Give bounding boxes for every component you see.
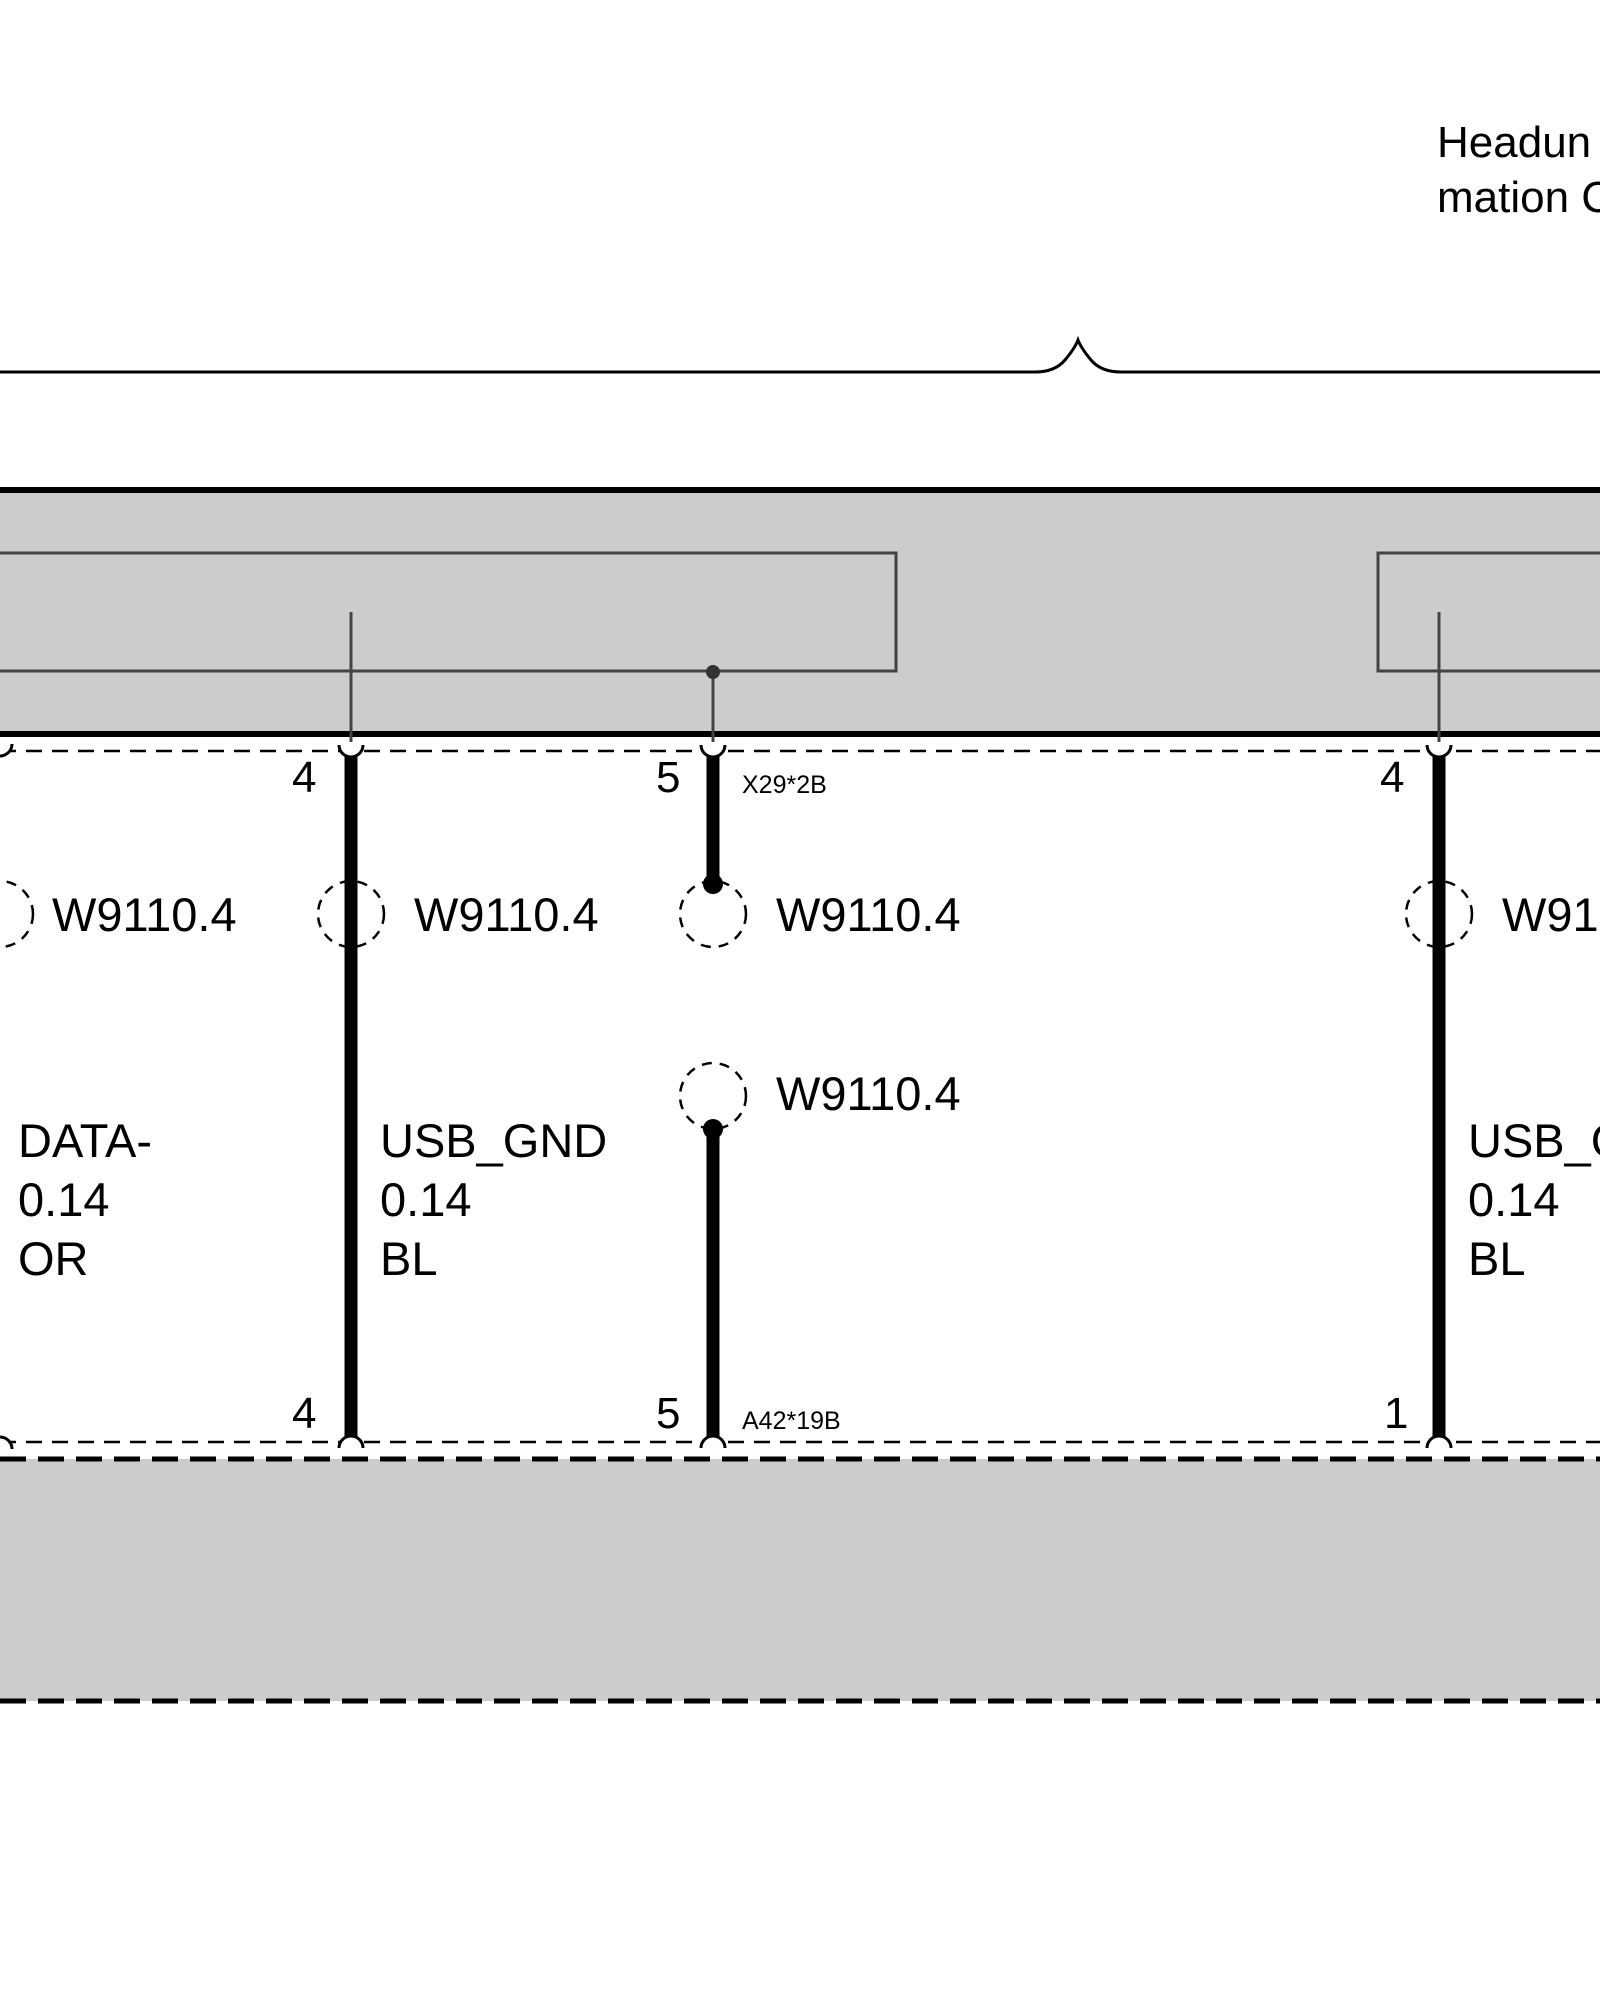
module-title-line2: mation C	[1437, 173, 1600, 222]
connector-id-bottom: A42*19B	[742, 1407, 841, 1435]
pin-number-bottom: 5	[656, 1389, 680, 1438]
wire-end-dot	[703, 874, 723, 894]
harness-marker-bottom	[678, 1061, 748, 1131]
wire-signal-label: DATA-	[18, 1114, 152, 1167]
harness-label-top: W9110.4	[776, 888, 961, 941]
pin-number-top: 4	[1380, 753, 1404, 802]
wire-signal-label: USB_G	[1468, 1114, 1600, 1167]
pin-number-top: 4	[292, 753, 316, 802]
pin-arc	[699, 744, 727, 759]
pin-number-top: 5	[656, 753, 680, 802]
module-brace	[0, 335, 1600, 374]
connector-id-top: X29*2B	[742, 771, 827, 799]
wire-data-minus: W9110.4 DATA- 0.14 OR	[0, 743, 237, 1450]
harness-marker	[316, 879, 386, 949]
harness-label: W9110.4	[52, 888, 237, 941]
wire-color-label: OR	[18, 1232, 89, 1285]
inner-connector-right	[1376, 551, 1600, 673]
wire-usb-g-right: 4 1 W91 USB_G 0.14 BL	[1380, 744, 1600, 1449]
pin-arc	[0, 1435, 14, 1450]
inner-connector-left	[0, 551, 898, 673]
harness-label: W91	[1502, 888, 1599, 941]
harness-marker	[1404, 879, 1474, 949]
harness-label: W9110.4	[414, 888, 599, 941]
harness-marker	[0, 879, 35, 949]
wire-usb-gnd: 4 4 W9110.4 USB_GND 0.14 BL	[292, 744, 607, 1449]
wire-gauge-label: 0.14	[380, 1173, 471, 1226]
wire-end-dot	[703, 1119, 723, 1139]
harness-label-bottom: W9110.4	[776, 1067, 961, 1120]
wire-color-label: BL	[1468, 1232, 1526, 1285]
module-title-line1: Headun	[1437, 118, 1591, 167]
pin-arc	[337, 1434, 365, 1449]
pin-number-bottom: 1	[1384, 1389, 1408, 1438]
bottom-module	[0, 1459, 1600, 1701]
wire-color-label: BL	[380, 1232, 438, 1285]
pin-arc	[1425, 744, 1453, 759]
pin-arc	[0, 743, 14, 758]
top-module	[0, 490, 1600, 734]
wire-gauge-label: 0.14	[1468, 1173, 1559, 1226]
internal-junction-dot	[706, 665, 720, 679]
harness-marker-top	[678, 879, 748, 949]
wire-gauge-label: 0.14	[18, 1173, 109, 1226]
wire-signal-label: USB_GND	[380, 1114, 607, 1167]
pin-arc	[337, 744, 365, 759]
pin-arc	[1425, 1434, 1453, 1449]
wire-pin5: 5 5 X29*2B A42*19B W9110.4 W9110.4	[656, 744, 961, 1449]
pin-number-bottom: 4	[292, 1389, 316, 1438]
pin-arc	[699, 1434, 727, 1449]
